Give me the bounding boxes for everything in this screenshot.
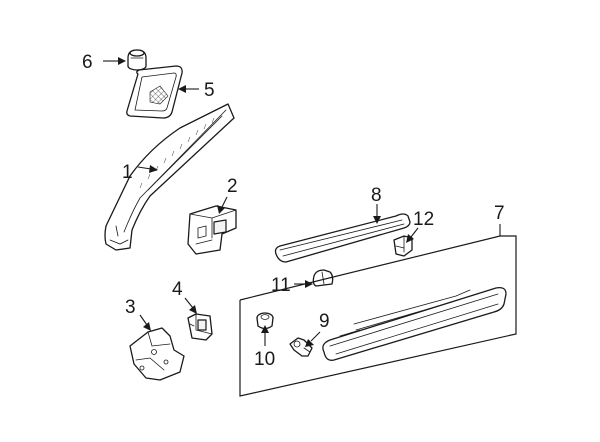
leader-1: [137, 165, 158, 173]
callout-9: 9: [319, 311, 330, 332]
callout-2: 2: [227, 176, 238, 197]
leader-8: [373, 204, 381, 224]
callout-3: 3: [125, 297, 136, 318]
leader-9: [305, 331, 321, 347]
leader-11: [294, 280, 313, 288]
part-4-clip: [187, 313, 213, 341]
part-5-quarter-glass: [126, 65, 183, 119]
leader-10: [261, 325, 269, 346]
callout-8: 8: [371, 185, 382, 206]
part-1-pillar-trim: [104, 103, 235, 251]
part-9-fastener: [289, 337, 313, 357]
leader-2: [217, 196, 228, 214]
callout-5: 5: [204, 80, 215, 101]
part-6-plug: [127, 49, 147, 71]
callout-4: 4: [172, 279, 183, 300]
leader-5: [178, 85, 199, 93]
callout-12: 12: [413, 209, 434, 230]
leader-4: [184, 297, 197, 314]
callout-10: 10: [254, 349, 275, 370]
callout-11: 11: [271, 275, 291, 296]
leader-12: [406, 227, 419, 243]
part-8-scuff-plate: [274, 213, 411, 263]
leader-6: [103, 57, 126, 65]
part-3-lower-bracket: [129, 327, 185, 381]
callout-1: 1: [122, 162, 133, 183]
callout-6: 6: [82, 52, 93, 73]
leader-3: [139, 314, 151, 331]
callout-7: 7: [494, 203, 505, 224]
part-7-rocker-moulding: [322, 286, 507, 361]
assembly-box-7: [239, 235, 517, 397]
part-2-bracket: [187, 205, 237, 255]
